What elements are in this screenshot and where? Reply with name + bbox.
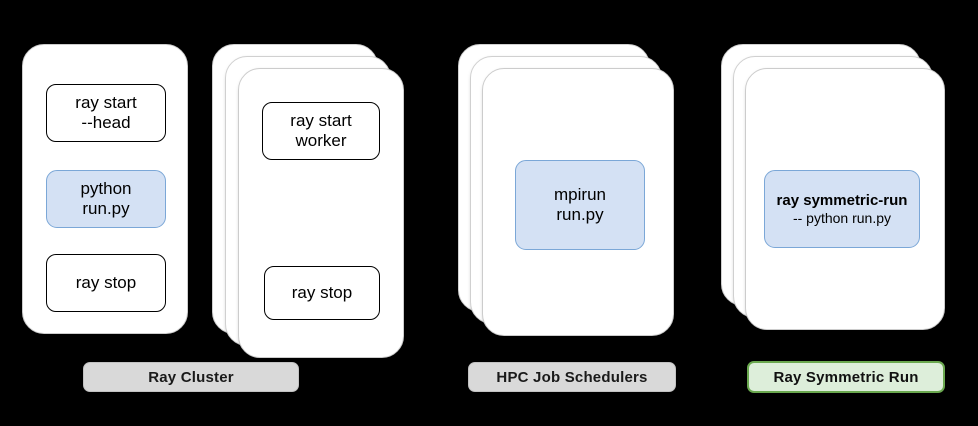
command-line: python (80, 178, 132, 198)
command-box-ray-symmetric-run[interactable]: ray symmetric-run -- python run.py (764, 170, 920, 248)
command-line: ray symmetric-run (776, 191, 908, 209)
command-line: mpirun (554, 184, 606, 204)
command-box-ray-start-head[interactable]: ray start --head (46, 84, 166, 142)
command-box-ray-stop-head[interactable]: ray stop (46, 254, 166, 312)
command-line: run.py (556, 205, 604, 224)
command-line: ray start (75, 92, 137, 112)
command-line: ray start (290, 110, 352, 130)
group-label-ray-cluster[interactable]: Ray Cluster (83, 362, 299, 392)
group-label-text: HPC Job Schedulers (496, 368, 648, 386)
command-box-ray-stop-worker[interactable]: ray stop (264, 266, 380, 320)
command-box-ray-start-worker[interactable]: ray start worker (262, 102, 380, 160)
command-line: ray stop (75, 272, 137, 292)
command-line: run.py (82, 199, 130, 218)
command-line: --head (81, 113, 131, 132)
command-line: worker (295, 131, 347, 150)
command-line: -- python run.py (792, 209, 892, 226)
group-label-text: Ray Cluster (148, 368, 234, 386)
command-box-mpirun-run-py[interactable]: mpirun run.py (515, 160, 645, 250)
group-label-text: Ray Symmetric Run (773, 368, 919, 386)
command-box-python-run-py[interactable]: python run.py (46, 170, 166, 228)
group-label-hpc-job-schedulers[interactable]: HPC Job Schedulers (468, 362, 676, 392)
command-line: ray stop (291, 282, 353, 302)
group-label-ray-symmetric-run[interactable]: Ray Symmetric Run (747, 361, 945, 393)
